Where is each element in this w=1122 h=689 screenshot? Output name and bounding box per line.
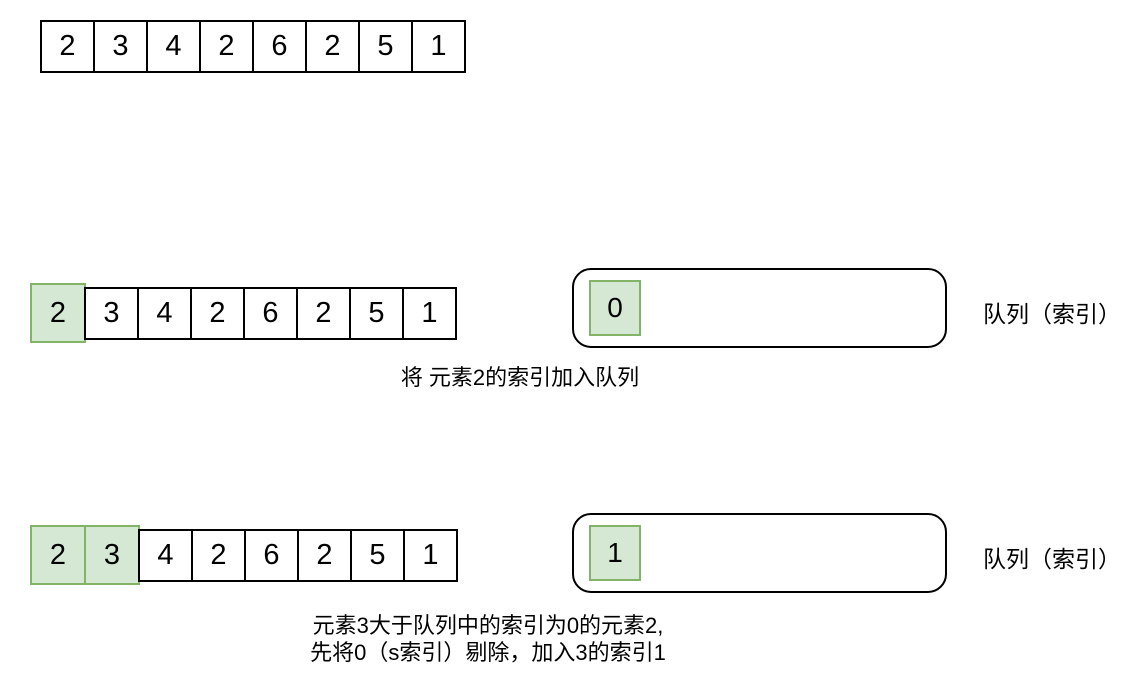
array-cell: 6 xyxy=(244,528,299,582)
array-cell: 2 xyxy=(297,528,352,582)
array-row-initial: 2 3 4 2 6 2 5 1 xyxy=(40,20,466,73)
array-cell: 1 xyxy=(403,528,458,582)
array-cell: 2 xyxy=(305,20,360,73)
array-cell-highlighted: 2 xyxy=(30,525,86,585)
queue-label: 队列（索引） xyxy=(983,301,1121,327)
array-cell: 2 xyxy=(191,528,246,582)
array-row-step2: 2 3 4 2 6 2 5 1 xyxy=(30,525,458,585)
array-cell: 4 xyxy=(146,20,201,73)
queue-item: 0 xyxy=(589,280,641,336)
queue-label: 队列（索引） xyxy=(983,546,1121,572)
array-cell: 3 xyxy=(84,286,139,340)
array-cell: 5 xyxy=(358,20,413,73)
step2-caption-line1: 元素3大于队列中的索引为0的元素2, xyxy=(312,613,664,638)
array-cell-highlighted: 3 xyxy=(84,525,140,585)
queue-step1: 0 xyxy=(572,268,947,348)
array-cell: 3 xyxy=(93,20,148,73)
step2-caption: 元素3大于队列中的索引为0的元素2, 先将0（s索引）剔除，加入3的索引1 xyxy=(288,612,688,666)
array-cell: 5 xyxy=(350,528,405,582)
array-cell: 1 xyxy=(402,286,457,340)
array-cell: 2 xyxy=(190,286,245,340)
array-cell: 2 xyxy=(199,20,254,73)
array-cell: 2 xyxy=(296,286,351,340)
step1-caption: 将 元素2的索引加入队列 xyxy=(400,365,640,390)
array-cell: 4 xyxy=(138,528,193,582)
array-cell: 6 xyxy=(252,20,307,73)
queue-item: 1 xyxy=(589,525,641,581)
array-cell: 6 xyxy=(243,286,298,340)
array-cell-highlighted: 2 xyxy=(30,283,86,343)
array-cell: 1 xyxy=(411,20,466,73)
array-cell: 5 xyxy=(349,286,404,340)
step2-caption-line2: 先将0（s索引）剔除，加入3的索引1 xyxy=(310,640,666,665)
array-cell: 2 xyxy=(40,20,95,73)
array-cell: 4 xyxy=(137,286,192,340)
array-row-step1: 2 3 4 2 6 2 5 1 xyxy=(30,283,457,343)
queue-step2: 1 xyxy=(572,513,947,593)
